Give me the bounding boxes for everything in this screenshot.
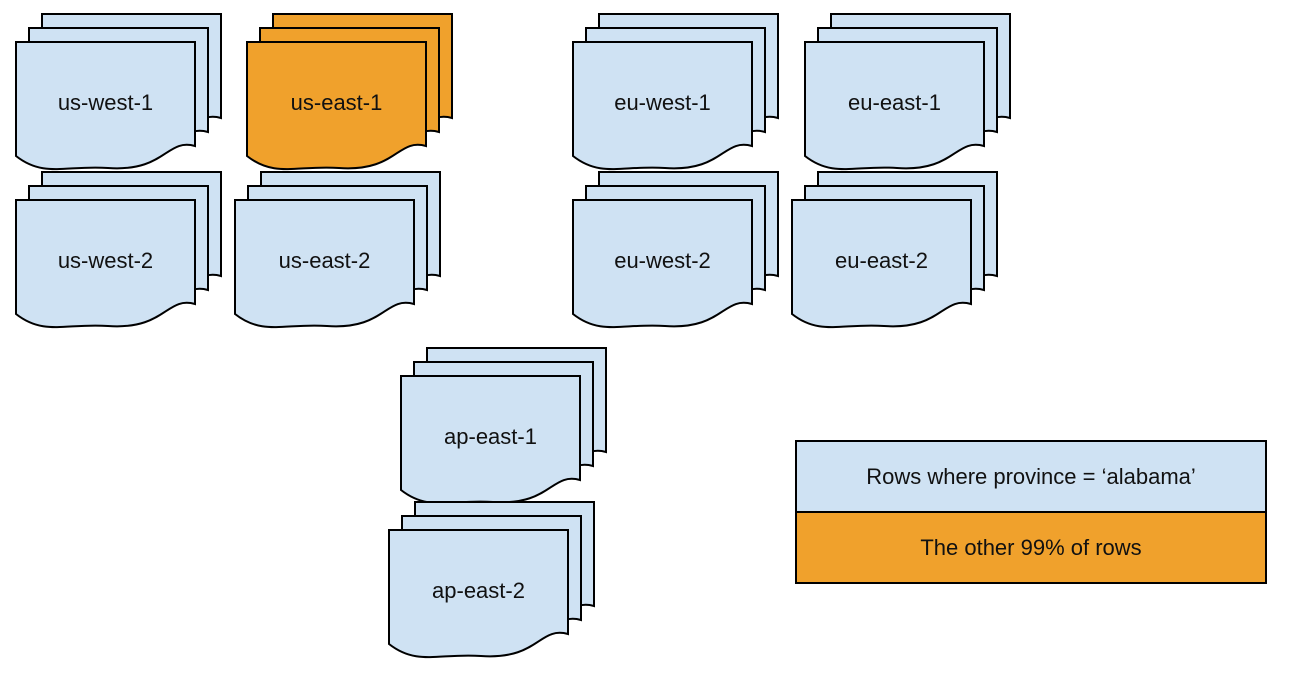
document-stack-icon: [388, 501, 595, 659]
region-stack-us-west-1: us-west-1: [15, 13, 222, 182]
region-stack-us-east-1: us-east-1: [246, 13, 453, 182]
region-stack-eu-west-1: eu-west-1: [572, 13, 779, 182]
legend-item-label: Rows where province = ‘alabama’: [866, 463, 1196, 489]
region-stack-us-east-2: us-east-2: [234, 171, 441, 340]
document-stack-icon: [400, 347, 607, 505]
document-stack-icon: [15, 171, 222, 329]
region-stack-eu-east-1: eu-east-1: [804, 13, 1011, 182]
document-stack-icon: [572, 13, 779, 171]
document-stack-icon: [246, 13, 453, 171]
region-stack-ap-east-1: ap-east-1: [400, 347, 607, 516]
document-stack-icon: [234, 171, 441, 329]
legend-item-other-rows: The other 99% of rows: [797, 513, 1265, 582]
legend-item-label: The other 99% of rows: [920, 534, 1142, 560]
document-stack-icon: [804, 13, 1011, 171]
region-stack-ap-east-2: ap-east-2: [388, 501, 595, 670]
region-stack-eu-east-2: eu-east-2: [791, 171, 998, 340]
region-stack-us-west-2: us-west-2: [15, 171, 222, 340]
document-stack-icon: [15, 13, 222, 171]
legend: Rows where province = ‘alabama’ The othe…: [795, 440, 1267, 584]
region-stack-eu-west-2: eu-west-2: [572, 171, 779, 340]
document-stack-icon: [572, 171, 779, 329]
document-stack-icon: [791, 171, 998, 329]
legend-item-alabama-rows: Rows where province = ‘alabama’: [797, 442, 1265, 513]
